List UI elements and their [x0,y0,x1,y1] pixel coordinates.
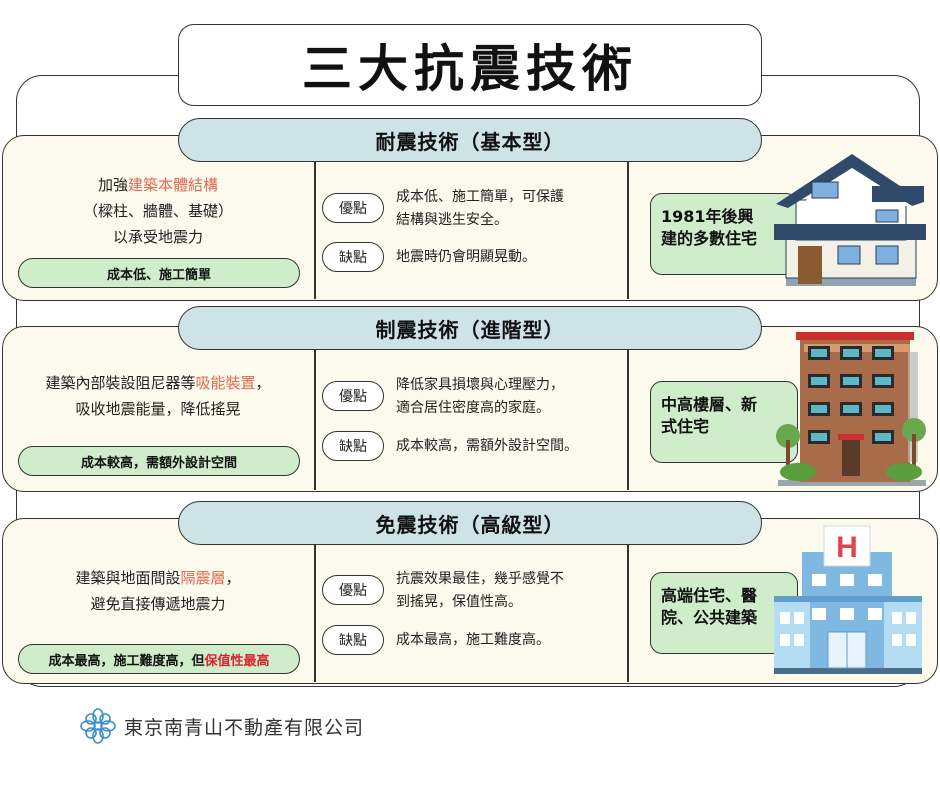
svg-text:H: H [836,531,858,564]
section-heading-damping: 制震技術（進階型） [178,306,762,350]
pros-text: 抗震效果最佳，幾乎感覺不 到搖晃，保值性高。 [396,568,616,614]
cons-text: 成本最高，施工難度高。 [396,632,550,648]
hospital-icon: H [774,525,922,674]
usage-line: 1981年後興 [661,207,754,226]
pros-line: 成本低、施工簡單，可保護 [396,189,564,205]
usage-box: 1981年後興 建的多數住宅 [650,193,798,275]
cons-text: 地震時仍會明顯晃動。 [396,249,536,265]
cons-text: 成本較高，需額外設計空間。 [396,438,578,454]
pros-tag: 優點 [322,575,384,605]
cost-text: 成本較高，需額外設計空間 [80,455,237,471]
column-divider [627,327,629,490]
pros-line: 結構與逃生安全。 [396,212,508,228]
desc-text: 建築與地面間設 [75,569,181,587]
desc-text: （樑柱、牆體、基礎） [82,202,233,220]
house-icon [774,154,926,286]
pros-text: 成本低、施工簡單，可保護 結構與逃生安全。 [396,186,616,232]
cost-highlight: 保值性最高 [204,653,270,669]
section-heading-seismic-resistant: 耐震技術（基本型） [178,118,762,162]
desc-text: 吸收地震能量，降低搖晃 [75,400,241,418]
column-divider [314,327,316,490]
pros-tag: 優點 [322,381,384,411]
usage-line: 高端住宅、醫 [661,586,758,605]
column-divider [627,519,629,682]
column-divider [314,136,316,299]
footer: 東京南青山不動產有限公司 [80,708,364,744]
cost-badge: 成本低、施工簡單 [18,258,300,288]
desc-highlight: 吸能裝置 [195,374,256,392]
usage-line: 院、公共建築 [661,608,758,627]
usage-line: 式住宅 [661,417,710,436]
desc-text: 建築內部裝設阻尼器等 [45,374,196,392]
pros-tag: 優點 [322,193,384,223]
apartment-building-icon [776,332,926,486]
usage-box: 高端住宅、醫 院、公共建築 [650,572,798,654]
company-name: 東京南青山不動產有限公司 [124,716,365,739]
section-heading-isolation: 免震技術（高級型） [178,501,762,545]
pros-line: 降低家具損壞與心理壓力， [396,377,564,393]
cons-tag: 缺點 [322,625,384,655]
section-description: 建築內部裝設阻尼器等吸能裝置， 吸收地震能量，降低搖晃 [20,370,296,422]
column-divider [627,136,629,299]
cost-text: 成本低、施工簡單 [106,267,211,283]
cost-badge: 成本較高，需額外設計空間 [18,446,300,476]
desc-highlight: 隔震層 [180,569,226,587]
usage-box: 中高樓層、新 式住宅 [650,381,798,463]
cost-text: 成本最高，施工難度高，但 [48,653,205,669]
pros-text: 降低家具損壞與心理壓力， 適合居住密度高的家庭。 [396,374,616,420]
desc-text: 以承受地震力 [112,228,203,246]
section-description: 建築與地面間設隔震層， 避免直接傳遞地震力 [20,565,296,617]
pros-line: 適合居住密度高的家庭。 [396,400,550,416]
cost-badge: 成本最高，施工難度高，但保值性最高 [18,644,300,674]
desc-text: 加強 [97,176,128,194]
section-description: 加強建築本體結構 （樑柱、牆體、基礎） 以承受地震力 [20,172,296,250]
desc-text: ， [255,374,271,392]
desc-text: ， [225,569,241,587]
pros-line: 抗震效果最佳，幾乎感覺不 [396,571,564,587]
column-divider [314,519,316,682]
desc-highlight: 建築本體結構 [128,176,219,194]
page-title: 三大抗震技術 [302,40,638,98]
cons-tag: 缺點 [322,431,384,461]
desc-text: 避免直接傳遞地震力 [90,595,226,613]
pros-line: 到搖晃，保值性高。 [396,594,522,610]
usage-line: 建的多數住宅 [661,229,758,248]
flower-logo-icon [80,708,116,744]
cons-tag: 缺點 [322,242,384,272]
title-box: 三大抗震技術 [178,24,762,106]
usage-line: 中高樓層、新 [661,395,758,414]
